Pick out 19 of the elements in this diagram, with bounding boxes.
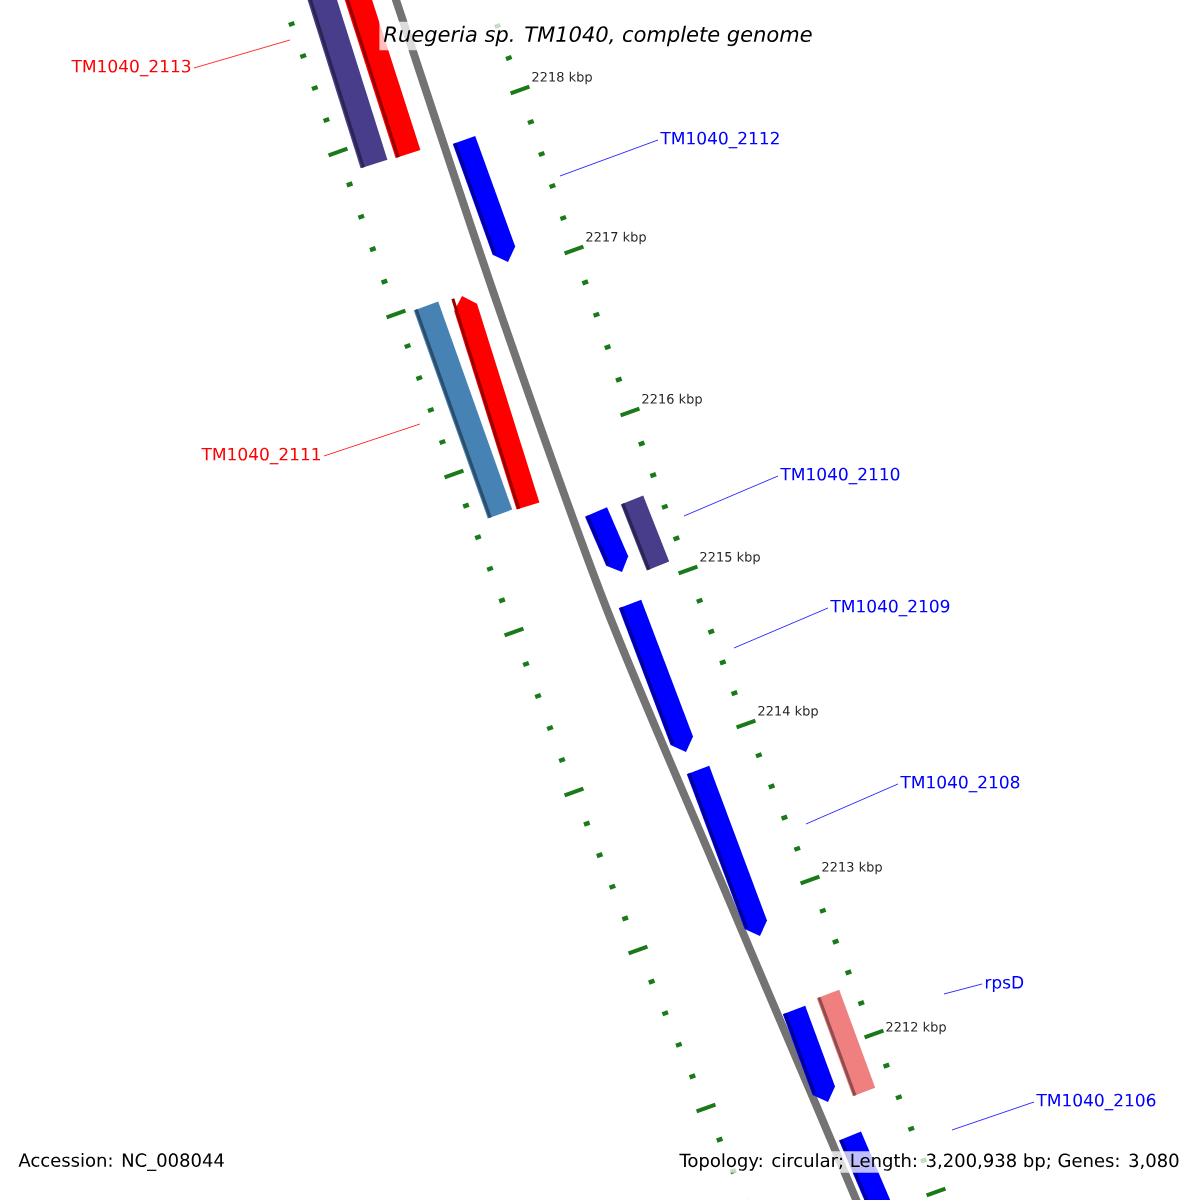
gene-label: TM1040_2111	[201, 447, 320, 465]
gene-label: TM1040_2112	[660, 131, 779, 149]
gene-label: TM1040_2106	[1036, 1093, 1156, 1111]
leader-line	[323, 423, 421, 457]
accession-text: Accession: NC_008044	[16, 1151, 227, 1173]
gene-label: rpsD	[985, 976, 1024, 992]
leader-line	[733, 607, 829, 649]
leader-line	[943, 983, 983, 995]
leader-line	[805, 783, 899, 825]
leader-line	[951, 1101, 1035, 1131]
gene-label: TM1040_2109	[830, 599, 950, 617]
leader-line	[193, 39, 291, 69]
leader-line	[559, 139, 659, 177]
leader-line	[683, 475, 779, 517]
gene-label: TM1040_2110	[780, 467, 900, 485]
genome-info-text: Topology: circular; Length: 3,200,938 bp; Genes: 3,080	[677, 1151, 1182, 1173]
gene-label: TM1040_2113	[71, 59, 191, 77]
title: Ruegeria sp. TM1040, complete genome	[379, 21, 817, 51]
gene-label: TM1040_2108	[900, 775, 1020, 793]
